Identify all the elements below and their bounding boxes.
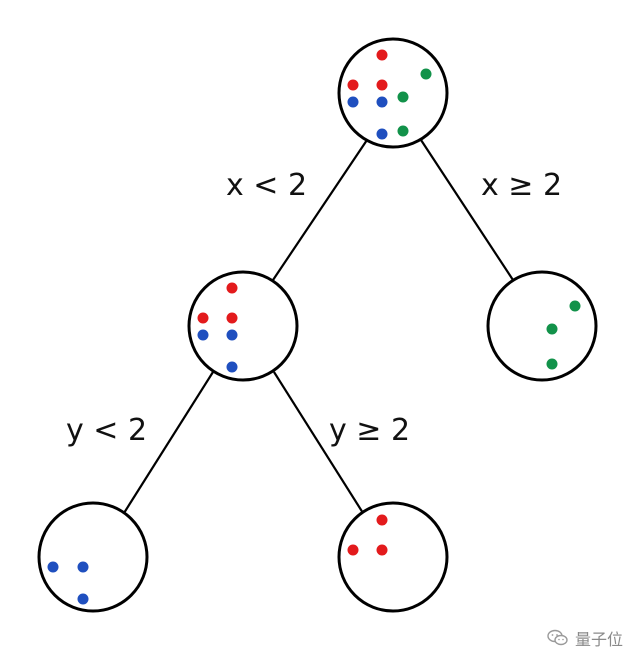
edge-root-right xyxy=(420,139,514,281)
blue-point xyxy=(226,329,238,341)
node-root xyxy=(337,37,449,149)
blue-point xyxy=(226,361,238,373)
red-point xyxy=(376,514,388,526)
watermark-text: 量子位 xyxy=(574,630,623,649)
green-point xyxy=(397,91,409,103)
node-left-left xyxy=(37,501,149,613)
red-point xyxy=(197,312,209,324)
edge-root-left xyxy=(272,139,368,281)
red-point xyxy=(347,79,359,91)
red-point xyxy=(376,544,388,556)
node-left xyxy=(187,270,299,382)
green-point xyxy=(420,68,432,80)
blue-point xyxy=(347,96,359,108)
edge-label-x-less: x < 2 xyxy=(226,168,307,203)
blue-point xyxy=(77,561,89,573)
green-point xyxy=(546,323,558,335)
green-point xyxy=(397,125,409,137)
red-point xyxy=(376,79,388,91)
edge-label-x-geq: x ≥ 2 xyxy=(481,168,562,203)
blue-point xyxy=(376,128,388,140)
blue-point xyxy=(47,561,59,573)
edge-label-y-geq: y ≥ 2 xyxy=(329,413,410,448)
wechat-icon xyxy=(547,629,568,646)
blue-point xyxy=(77,593,89,605)
blue-point xyxy=(197,329,209,341)
node-right xyxy=(486,270,598,382)
edge-left-leftright xyxy=(273,371,364,514)
blue-point xyxy=(376,96,388,108)
green-point xyxy=(569,300,581,312)
red-point xyxy=(347,544,359,556)
node-left-right xyxy=(337,501,449,613)
red-point xyxy=(226,282,238,294)
edge-label-y-less: y < 2 xyxy=(66,413,147,448)
red-point xyxy=(376,49,388,61)
red-point xyxy=(226,312,238,324)
green-point xyxy=(546,358,558,370)
watermark: 量子位 xyxy=(547,626,623,650)
edge-left-leftleft xyxy=(123,371,214,514)
